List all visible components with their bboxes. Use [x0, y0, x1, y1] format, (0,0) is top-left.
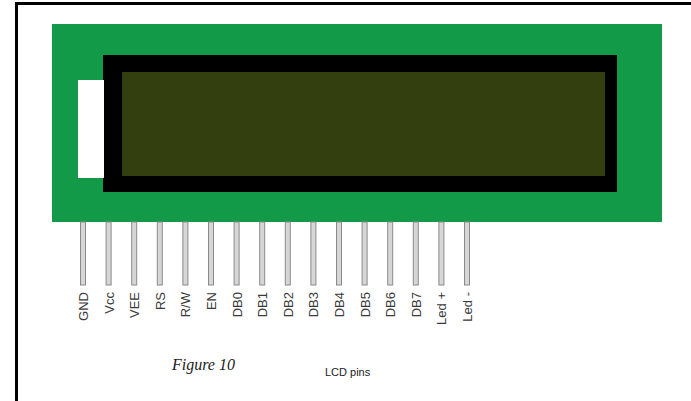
pin-name: EN: [205, 292, 218, 310]
lcd-pin: [234, 222, 239, 285]
pin-name: VEE: [128, 292, 141, 318]
pin-name: DB7: [409, 292, 422, 317]
pin-name: Led +: [435, 292, 448, 325]
lcd-pin: [285, 222, 290, 285]
pin-group: [81, 222, 470, 285]
lcd-board: [52, 24, 662, 222]
lcd-screen: [122, 72, 605, 176]
figure-caption: Figure 10: [172, 356, 235, 374]
lcd-pin: [106, 222, 111, 285]
lcd-pin: [413, 222, 418, 285]
lcd-pin: [81, 222, 86, 285]
pin-name: Led -: [461, 292, 474, 322]
lcd-pin: [362, 222, 367, 285]
lcd-pin: [465, 222, 470, 285]
pin-name: DB3: [307, 292, 320, 317]
pin-name: Vcc: [102, 292, 115, 314]
pin-name: GND: [77, 292, 90, 321]
pin-name: R/W: [179, 292, 192, 317]
frame-line: [15, 2, 691, 5]
pin-name: DB1: [256, 292, 269, 317]
lcd-pin: [311, 222, 316, 285]
backlight-tab: [78, 80, 104, 178]
frame-line: [15, 2, 18, 401]
lcd-pin: [337, 222, 342, 285]
pin-name: DB6: [384, 292, 397, 317]
lcd-pin: [157, 222, 162, 285]
pin-name: DB2: [281, 292, 294, 317]
pin-name: DB4: [333, 292, 346, 317]
lcd-pin: [439, 222, 444, 285]
lcd-pin: [260, 222, 265, 285]
pin-name: DB5: [358, 292, 371, 317]
lcd-bezel: [103, 55, 617, 192]
lcd-pin: [388, 222, 393, 285]
lcd-pin: [183, 222, 188, 285]
lcd-pin: [209, 222, 214, 285]
figure-note: LCD pins: [325, 366, 370, 378]
pin-name: DB0: [230, 292, 243, 317]
pin-name: RS: [153, 292, 166, 310]
lcd-pin: [132, 222, 137, 285]
